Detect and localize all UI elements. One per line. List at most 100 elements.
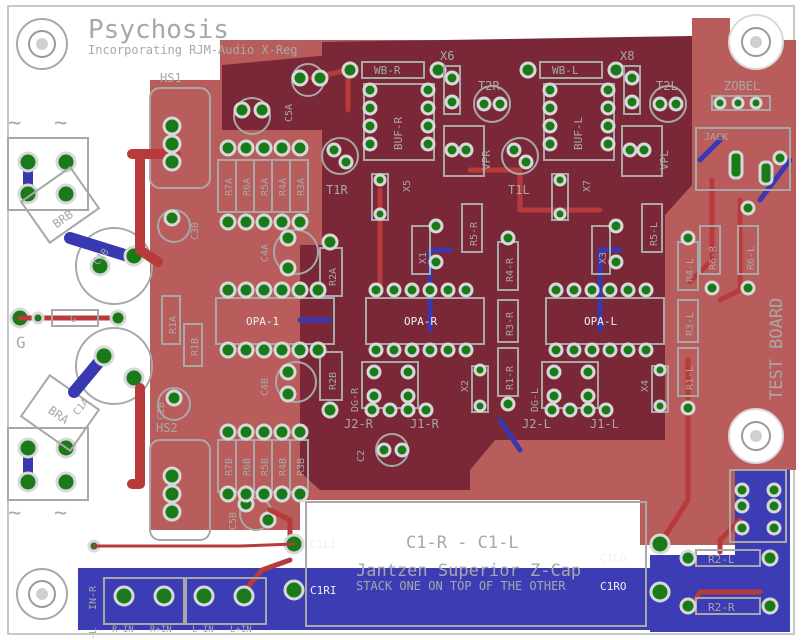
svg-text:L+IN: L+IN <box>230 625 252 635</box>
resistor-r1-l[interactable] <box>677 347 699 397</box>
capacitor-c2b[interactable] <box>157 387 191 421</box>
jumper-j2-r[interactable]: J2-R <box>344 417 374 431</box>
resistor-r5-l[interactable] <box>641 203 663 253</box>
resistor-wb-r[interactable]: WB-R <box>341 61 447 79</box>
heatsink-hs1[interactable]: HS1 <box>135 71 211 189</box>
resistor-g[interactable] <box>51 309 99 327</box>
svg-text:C4A: C4A <box>260 244 271 262</box>
capacitor-x6[interactable] <box>443 65 461 115</box>
opamp-opa-r[interactable]: OPA-R <box>365 282 485 358</box>
svg-text:R5B: R5B <box>260 458 271 476</box>
svg-text:R5-L: R5-L <box>649 222 660 246</box>
c1ro-label: C1RO <box>600 580 627 593</box>
ac-input-top-connector[interactable] <box>7 137 89 211</box>
input-connector[interactable]: IN-R IN-L R-IN R+IN L-IN L+IN <box>88 577 267 640</box>
svg-text:BRA: BRA <box>46 403 72 427</box>
svg-text:C4B: C4B <box>260 378 271 396</box>
svg-text:X2: X2 <box>460 380 471 392</box>
svg-text:X3: X3 <box>598 252 609 264</box>
heatsink-hs2[interactable]: HS2 <box>149 421 211 541</box>
resistor-r1a[interactable] <box>161 295 181 345</box>
svg-text:WB-L: WB-L <box>552 64 579 77</box>
svg-text:C5A: C5A <box>284 104 295 122</box>
top-traces <box>127 67 763 609</box>
ground-label: G <box>16 333 26 352</box>
resistor-r1-r[interactable] <box>497 347 519 397</box>
capacitor-x1[interactable] <box>411 225 431 275</box>
mounting-hole-bottom-left <box>16 568 68 620</box>
regulator-vpl[interactable] <box>621 125 663 177</box>
transistor-t2r[interactable] <box>473 85 511 123</box>
svg-text:R3-R: R3-R <box>505 311 516 336</box>
svg-text:R3-L: R3-L <box>685 312 696 336</box>
test-board-label: TEST BOARD <box>767 298 787 400</box>
opamp-opa-l[interactable]: OPA-L <box>545 282 665 358</box>
resistor-bank-b[interactable]: R7B R6B R5B R4B R3B <box>217 423 309 503</box>
svg-text:R2-L: R2-L <box>708 553 735 566</box>
svg-text:R4-R: R4-R <box>505 257 516 282</box>
svg-text:OPA-1: OPA-1 <box>246 315 279 328</box>
svg-text:~: ~ <box>8 111 21 136</box>
capacitor-c4b[interactable] <box>275 361 317 403</box>
svg-text:C3B: C3B <box>190 222 201 240</box>
svg-text:R6A: R6A <box>242 178 253 196</box>
transistor-t1l[interactable] <box>501 137 539 175</box>
mounting-hole-top-left <box>16 18 68 70</box>
svg-text:X6: X6 <box>440 49 454 63</box>
svg-text:T2L: T2L <box>656 79 678 93</box>
svg-text:R2A: R2A <box>328 268 339 286</box>
buffer-buf-r[interactable]: BUF-R <box>362 82 436 161</box>
regulator-vpr[interactable] <box>443 125 485 177</box>
svg-text:T1L: T1L <box>508 183 530 197</box>
capacitor-c1-film[interactable]: C1-R - C1-L Jantzen Superior Z-Cap STACK… <box>305 501 647 627</box>
svg-text:R1-R: R1-R <box>505 365 516 390</box>
zobel-network[interactable] <box>711 95 771 111</box>
svg-text:R7A: R7A <box>224 178 235 196</box>
svg-text:R3A: R3A <box>296 178 307 196</box>
capacitor-x3[interactable] <box>591 225 611 275</box>
transistor-t1r[interactable] <box>321 137 359 175</box>
svg-text:C1A: C1A <box>72 397 92 418</box>
svg-text:R2-R: R2-R <box>708 601 735 614</box>
resistor-r2b[interactable] <box>319 351 343 401</box>
resistor-wb-l[interactable]: WB-L <box>519 61 625 79</box>
output-connector[interactable] <box>729 469 787 543</box>
svg-text:R7B: R7B <box>224 458 235 476</box>
svg-text:HS2: HS2 <box>156 421 178 435</box>
svg-text:T2R: T2R <box>478 79 500 93</box>
svg-text:G: G <box>70 314 76 325</box>
svg-text:VPL: VPL <box>658 150 671 170</box>
jumper-j2-l[interactable]: J2-L <box>522 417 551 431</box>
capacitor-c4a[interactable] <box>273 229 319 275</box>
transistor-t2l[interactable] <box>649 85 687 123</box>
c1lo-label: C1LO <box>600 552 627 565</box>
svg-text:R4A: R4A <box>278 178 289 196</box>
resistor-bank-a[interactable]: R7A R6A R5A R4A R3A <box>217 139 309 231</box>
svg-text:BUF-L: BUF-L <box>572 117 585 150</box>
capacitor-x8[interactable] <box>623 65 641 115</box>
svg-text:R5A: R5A <box>260 178 271 196</box>
svg-text:IN-L: IN-L <box>88 628 99 640</box>
resistor-r3-l[interactable] <box>677 299 699 343</box>
resistor-r3-r[interactable] <box>497 299 519 343</box>
resistor-r6-r[interactable] <box>699 225 721 275</box>
svg-text:C5B: C5B <box>228 512 239 530</box>
ac-input-bottom-connector[interactable] <box>7 427 89 501</box>
jumper-j1-r[interactable]: J1-R <box>410 417 440 431</box>
buffer-buf-l[interactable]: BUF-L <box>542 82 616 161</box>
mounting-hole-mid-right <box>728 408 784 464</box>
jack-connector[interactable] <box>695 127 791 191</box>
svg-text:OPA-L: OPA-L <box>584 315 617 328</box>
c1ri-label: C1RI <box>310 584 337 597</box>
svg-text:R-IN: R-IN <box>112 625 134 635</box>
resistor-r1b[interactable] <box>183 323 203 367</box>
jumper-j1-l[interactable]: J1-L <box>590 417 619 431</box>
capacitor-c5a[interactable] <box>233 97 271 135</box>
resistor-r6-l[interactable] <box>737 225 759 275</box>
svg-text:WB-R: WB-R <box>374 64 401 77</box>
opamp-opa-1-left[interactable]: OPA-1 <box>215 281 335 359</box>
resistor-r5-r[interactable] <box>461 203 483 253</box>
svg-text:DG-L: DG-L <box>530 388 541 412</box>
